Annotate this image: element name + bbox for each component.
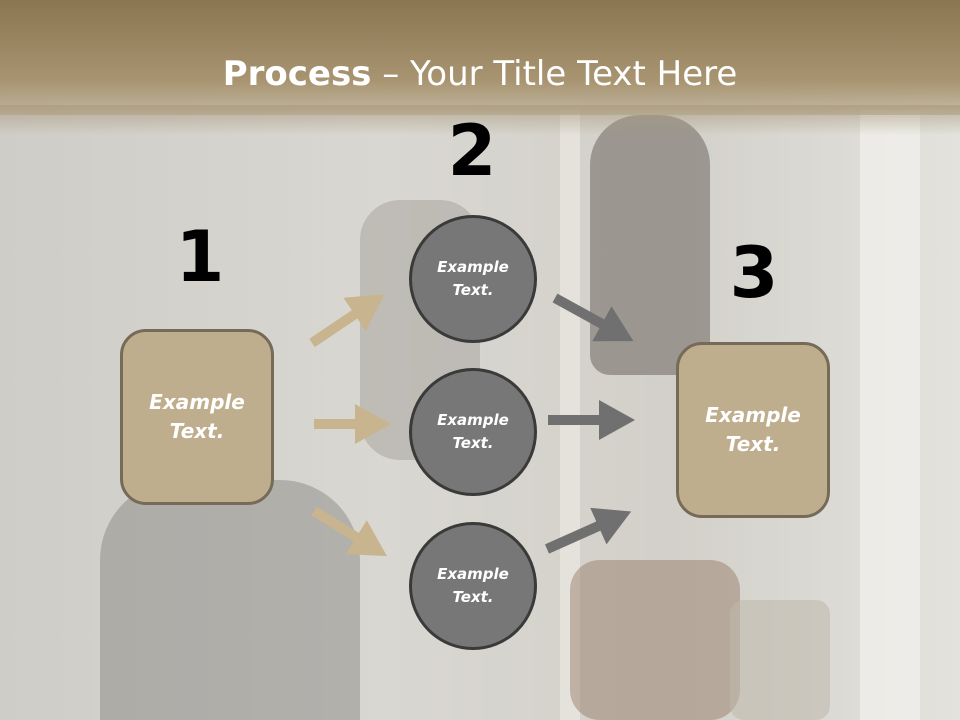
arrow-bottom-to-3 — [544, 507, 632, 554]
slide-title: Process – Your Title Text Here — [0, 52, 960, 96]
circle-middle-label: Example Text. — [437, 411, 509, 452]
step-number-1: 1 — [175, 216, 225, 298]
circle-bottom: Example Text. — [409, 522, 537, 650]
title-rest: – Your Title Text Here — [371, 54, 738, 94]
title-bold: Process — [222, 54, 372, 94]
circle-bottom-label: Example Text. — [437, 565, 509, 606]
step-1-label: Example Text. — [149, 390, 245, 443]
arrow-1-to-top — [309, 294, 385, 348]
circle-top-label: Example Text. — [437, 258, 509, 299]
step-1-box: Example Text. — [120, 329, 274, 505]
step-3-box: Example Text. — [676, 342, 830, 518]
step-number-3: 3 — [729, 232, 779, 314]
title-bar — [0, 0, 960, 115]
arrow-top-to-3 — [552, 293, 634, 342]
circle-middle: Example Text. — [409, 368, 537, 496]
circle-top: Example Text. — [409, 215, 537, 343]
step-3-label: Example Text. — [705, 403, 801, 456]
arrow-1-to-bottom — [311, 506, 387, 557]
step-number-2: 2 — [447, 110, 497, 192]
